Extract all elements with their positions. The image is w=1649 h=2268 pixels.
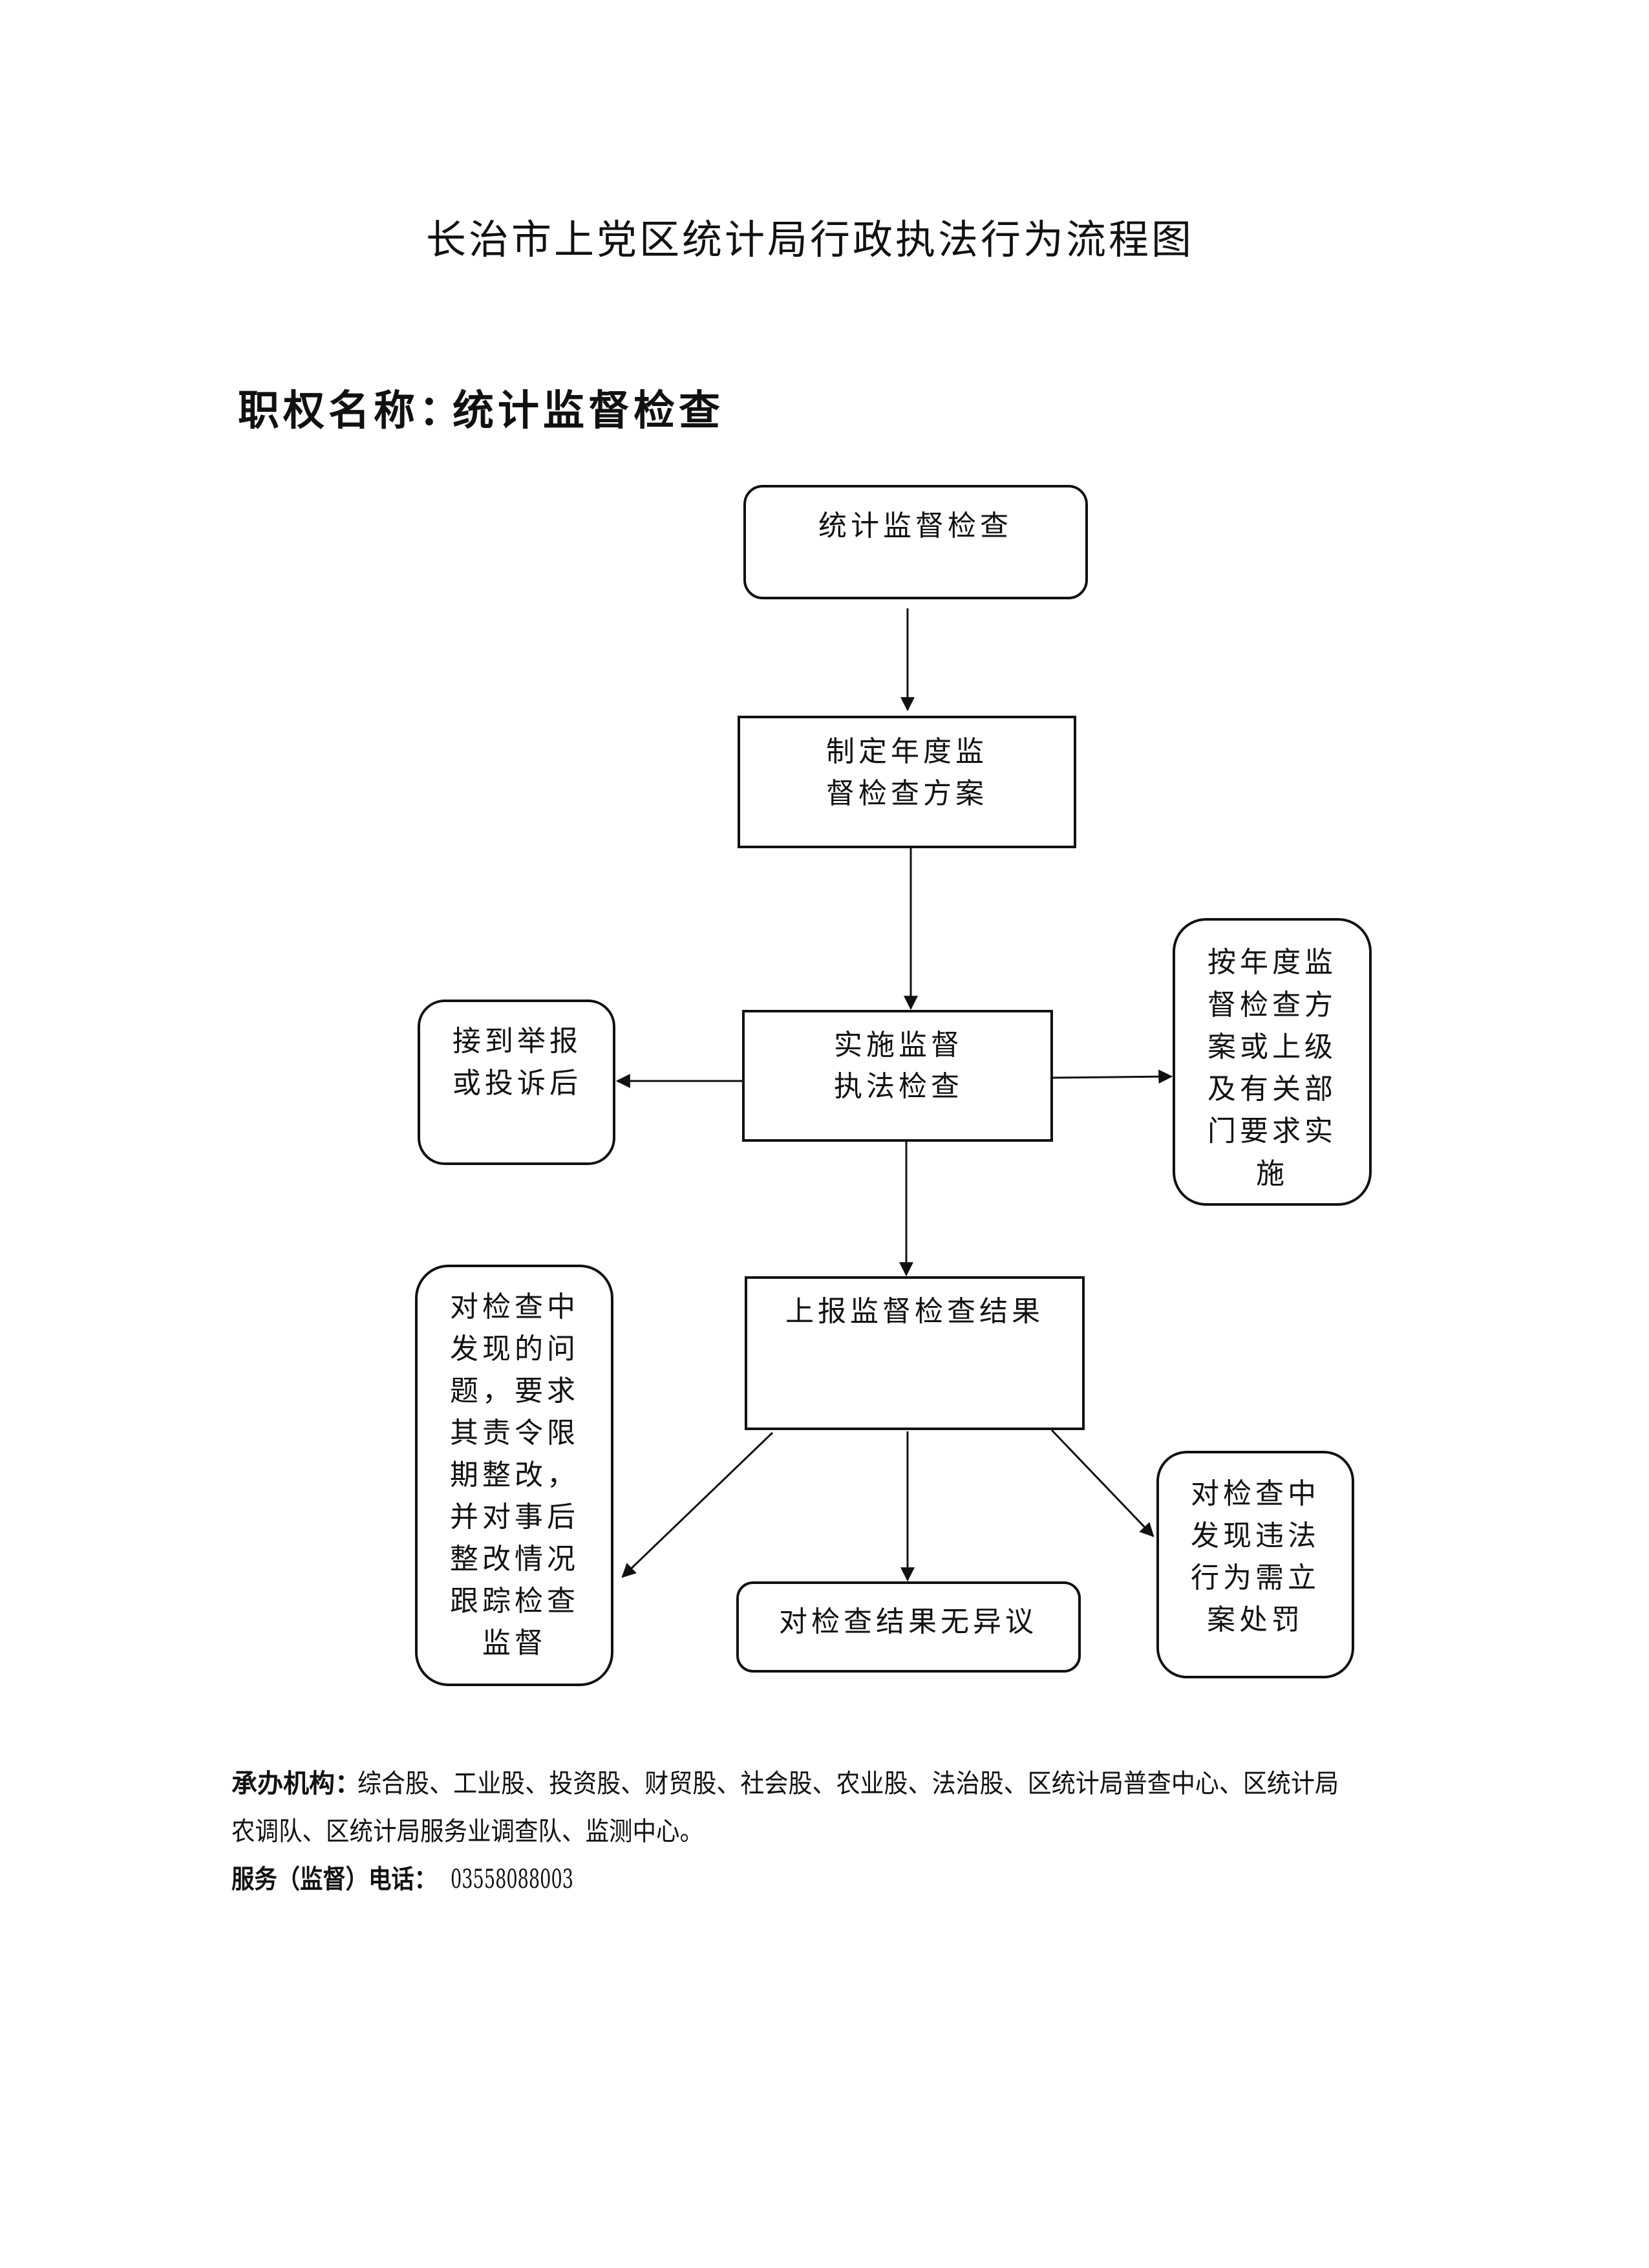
arrow-report-to-rectify [621, 1431, 774, 1578]
svg-text:监督: 监督 [482, 1627, 547, 1660]
svg-text:督检查方: 督检查方 [1207, 989, 1337, 1022]
node-no-objection: 对检查结果无异议 [736, 1581, 1081, 1673]
svg-text:发现违法: 发现违法 [1191, 1519, 1320, 1552]
svg-text:跟踪检查: 跟踪检查 [450, 1585, 579, 1618]
svg-text:其责令限: 其责令限 [450, 1417, 579, 1450]
node-plan: 制定年度监 督检查方案 [738, 716, 1076, 848]
svg-text:案处罚: 案处罚 [1207, 1603, 1304, 1636]
svg-text:制定年度监: 制定年度监 [826, 735, 988, 768]
node-start: 统计监督检查 [743, 485, 1088, 599]
svg-text:统计监督检查: 统计监督检查 [818, 509, 1012, 542]
svg-text:执法检查: 执法检查 [834, 1070, 963, 1103]
svg-text:对检查结果无异议: 对检查结果无异议 [779, 1605, 1037, 1638]
svg-text:并对事后: 并对事后 [450, 1501, 579, 1534]
arrow-report-to-illegal [1050, 1429, 1154, 1537]
org-label: 承办机构： [231, 1768, 361, 1799]
phone-label: 服务（监督）电话： [231, 1864, 437, 1894]
svg-text:上报监督检查结果: 上报监督检查结果 [785, 1295, 1044, 1328]
svg-text:及有关部: 及有关部 [1207, 1073, 1337, 1106]
svg-text:门要求实: 门要求实 [1207, 1115, 1337, 1148]
svg-text:或投诉后: 或投诉后 [452, 1067, 582, 1100]
node-rectify: 对检查中 发现的问 题，要求 其责令限 期整改， 并对事后 整改情况 跟踪检查 … [415, 1265, 613, 1686]
arrow-implement-to-plan-basis [1051, 1069, 1173, 1084]
footer: 承办机构： 综合股、工业股、投资股、财贸股、社会股、农业股、法治股、区统计局普查… [231, 1768, 1339, 1894]
power-name-value: 统计监督检查 [452, 387, 724, 435]
svg-text:对检查中: 对检查中 [1191, 1477, 1320, 1510]
svg-text:题，要求: 题，要求 [450, 1375, 579, 1407]
svg-text:接到举报: 接到举报 [452, 1025, 582, 1058]
svg-text:期整改，: 期整改， [450, 1459, 579, 1492]
svg-text:按年度监: 按年度监 [1207, 946, 1337, 979]
svg-text:实施监督: 实施监督 [834, 1029, 963, 1062]
svg-text:施: 施 [1256, 1157, 1288, 1190]
node-report: 上报监督检查结果 [745, 1276, 1085, 1430]
svg-text:整改情况: 整改情况 [450, 1543, 579, 1576]
org-line-1: 综合股、工业股、投资股、财贸股、社会股、农业股、法治股、区统计局普查中心、区统计… [357, 1769, 1339, 1799]
svg-text:案或上级: 案或上级 [1207, 1031, 1337, 1064]
node-per-plan: 按年度监 督检查方 案或上级 及有关部 门要求实 施 [1173, 918, 1372, 1206]
phone-number: 03558088003 [451, 1865, 573, 1894]
node-complaint: 接到举报 或投诉后 [418, 1000, 615, 1165]
svg-text:发现的问: 发现的问 [450, 1332, 579, 1365]
node-implement: 实施监督 执法检查 [742, 1010, 1053, 1142]
power-name-label: 职权名称： [238, 387, 464, 435]
connectors [615, 608, 1173, 1582]
org-line-2: 农调队、区统计局服务业调查队、监测中心。 [231, 1817, 703, 1846]
page-title: 长治市上党区统计局行政执法行为流程图 [426, 216, 1194, 263]
svg-text:行为需立: 行为需立 [1191, 1561, 1320, 1594]
svg-text:督检查方案: 督检查方案 [826, 777, 988, 810]
node-illegal: 对检查中 发现违法 行为需立 案处罚 [1156, 1451, 1354, 1678]
svg-text:对检查中: 对检查中 [450, 1290, 579, 1323]
